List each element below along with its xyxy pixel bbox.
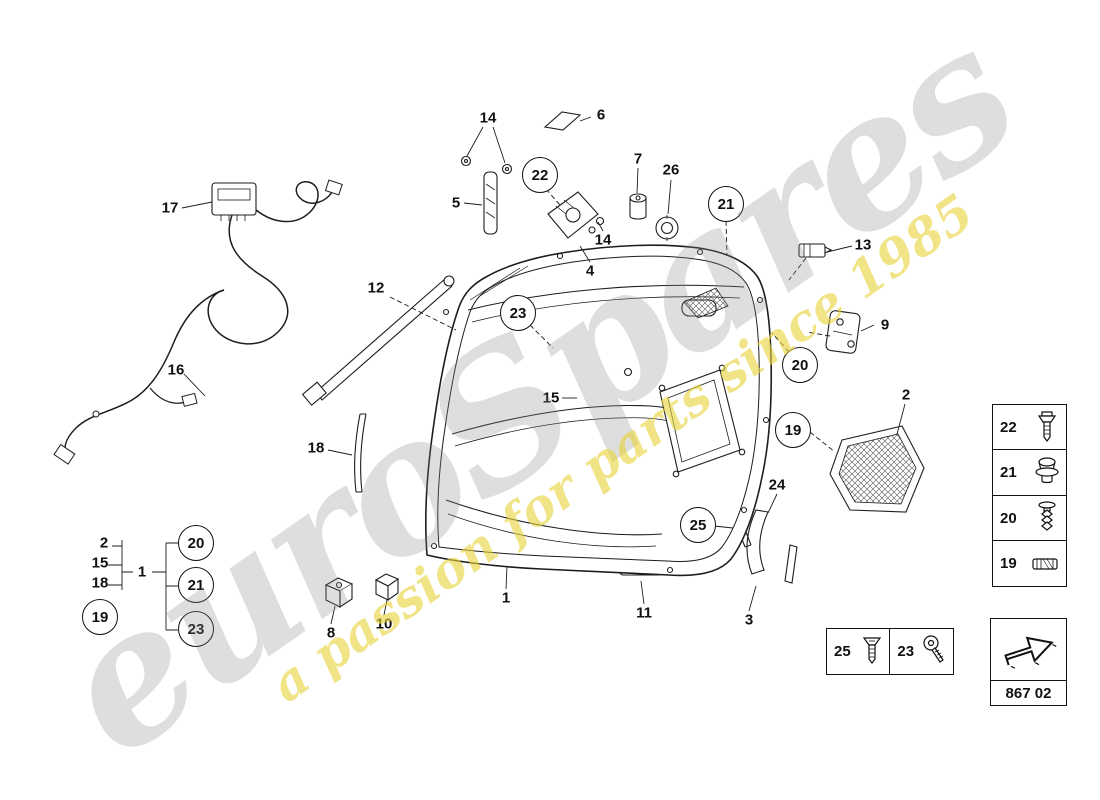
- fastener-box-20[interactable]: 20: [992, 494, 1067, 542]
- fastener-number: 23: [897, 643, 915, 660]
- push-grommet-icon: [1035, 457, 1059, 484]
- switch-part-10: [374, 573, 400, 601]
- diagram-group-code: 867 02: [990, 680, 1067, 707]
- part-label-2: 2: [901, 386, 911, 404]
- callout-19-left[interactable]: 19: [82, 599, 118, 635]
- arrow-icon: [1003, 636, 1056, 669]
- bracket-part: [460, 155, 513, 235]
- fastener-box-19[interactable]: 19: [992, 540, 1067, 588]
- control-module-part: [211, 182, 257, 221]
- pan-head-screw-icon: [923, 634, 945, 663]
- part-label-26: 26: [662, 161, 680, 179]
- part-label-6: 6: [596, 106, 606, 124]
- leader-lines: [108, 116, 906, 631]
- part-label-5: 5: [451, 194, 461, 212]
- group-label-1: 1: [137, 563, 147, 581]
- group-label-18: 18: [91, 574, 109, 592]
- fastener-box-21[interactable]: 21: [992, 449, 1067, 497]
- callout-21-left[interactable]: 21: [178, 567, 214, 603]
- part-label-17: 17: [161, 199, 179, 217]
- callout-19-right[interactable]: 19: [775, 412, 811, 448]
- fastener-number: 25: [834, 643, 851, 660]
- fastener-box-25[interactable]: 25: [826, 628, 891, 675]
- seal-strip-part: [354, 413, 367, 493]
- part-label-18: 18: [307, 439, 325, 457]
- speaker-grille-part: [829, 425, 925, 513]
- callout-25[interactable]: 25: [680, 507, 716, 543]
- group-label-2: 2: [99, 534, 109, 552]
- bottom-fastener-legend: 25 23: [826, 628, 955, 675]
- callout-22[interactable]: 22: [522, 157, 558, 193]
- expanding-rivet-icon: [1038, 501, 1056, 532]
- callout-23-mid[interactable]: 23: [500, 295, 536, 331]
- lock-mechanism-part: [547, 191, 605, 239]
- callout-21-right[interactable]: 21: [708, 186, 744, 222]
- group-label-15: 15: [91, 554, 109, 572]
- fastener-number: 20: [1000, 509, 1017, 527]
- part-label-4: 4: [585, 262, 595, 280]
- diagram-nav-box[interactable]: [990, 618, 1067, 682]
- part-label-3: 3: [744, 611, 754, 629]
- ring-gasket-part: [655, 215, 679, 241]
- part-label-12: 12: [367, 279, 385, 297]
- part-label-14-top: 14: [479, 109, 497, 127]
- door-panel-part: [425, 244, 773, 577]
- retaining-clip-icon: [1032, 558, 1058, 570]
- part-label-16: 16: [167, 361, 185, 379]
- fastener-number: 21: [1000, 464, 1017, 482]
- part-label-9: 9: [880, 316, 890, 334]
- cylinder-part: [629, 193, 647, 220]
- fastener-box-23[interactable]: 23: [889, 628, 955, 675]
- part-label-7: 7: [633, 150, 643, 168]
- callout-23-left[interactable]: 23: [178, 611, 214, 647]
- part-label-10: 10: [375, 615, 393, 633]
- fastener-box-22[interactable]: 22: [992, 404, 1067, 451]
- hinge-bracket-part: [825, 310, 861, 354]
- switch-part-8: [324, 577, 354, 609]
- trim-piece-part: [543, 111, 582, 131]
- fastener-number: 22: [1000, 419, 1017, 436]
- part-label-11: 11: [636, 604, 652, 622]
- part-label-14-mid: 14: [594, 231, 612, 249]
- callout-20-left[interactable]: 20: [178, 525, 214, 561]
- callout-20-right[interactable]: 20: [782, 347, 818, 383]
- torx-screw-icon: [1037, 410, 1057, 442]
- countersunk-screw-icon: [862, 636, 882, 664]
- part-label-8: 8: [326, 624, 336, 642]
- door-check-strap-part: [301, 275, 455, 406]
- part-label-13: 13: [854, 236, 872, 254]
- fastener-number: 19: [1000, 555, 1017, 573]
- part-label-15: 15: [542, 389, 560, 407]
- clip-part: [798, 243, 833, 258]
- wiring-harness-part: [53, 179, 343, 465]
- fastener-legend: 22 21 20: [992, 404, 1067, 588]
- part-label-24: 24: [768, 476, 786, 494]
- part-label-1: 1: [501, 589, 511, 607]
- leader-lines-dashed: [389, 188, 836, 453]
